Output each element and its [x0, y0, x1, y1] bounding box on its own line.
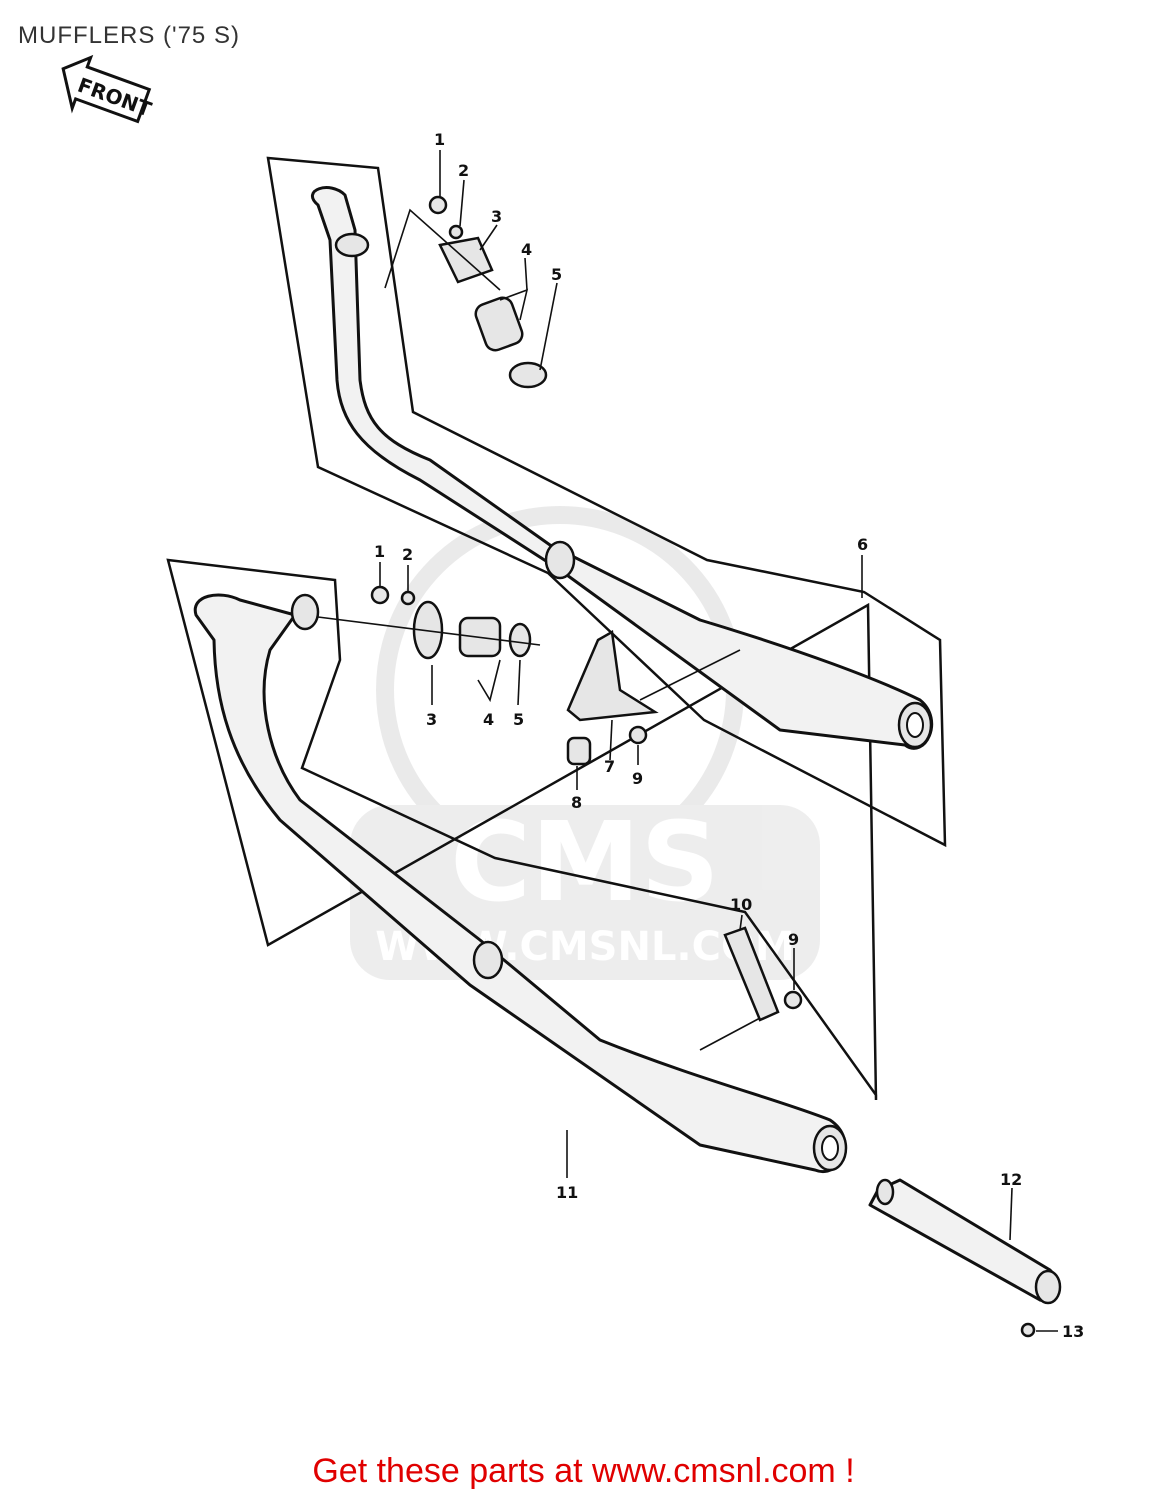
lower-bracket: [699, 926, 803, 1051]
callout-bracket-nut: 9: [632, 769, 643, 788]
callout-bracket: 7: [604, 757, 615, 776]
upper-washer: [448, 224, 464, 240]
callout-upper-washer: 2: [458, 161, 469, 180]
callout-upper-flange: 3: [491, 207, 502, 226]
upper-muffler: [310, 186, 934, 750]
page-title: MUFFLERS ('75 S): [18, 22, 240, 49]
grommet: [566, 736, 592, 766]
callout-lower-bracket: 10: [730, 895, 752, 914]
muffler-bracket: [566, 629, 741, 766]
callout-upper-nut: 1: [434, 130, 445, 149]
callout-screw: 13: [1062, 1322, 1084, 1341]
callout-lower-muffler: 11: [556, 1183, 578, 1202]
callout-upper-ring: 5: [551, 265, 562, 284]
front-arrow: FRONT: [61, 54, 155, 124]
upper-flange-parts: [384, 195, 548, 389]
lower-nut: [370, 585, 390, 605]
bracket-nut: [628, 725, 648, 745]
callout-lower-gasket: 4: [483, 710, 494, 729]
callout-leaders: [379, 150, 1013, 1241]
lower-washer: [400, 590, 416, 606]
watermark-logo-text: CMS: [450, 798, 719, 926]
lower-flange-parts: [317, 585, 541, 660]
callout-lower-flange: 3: [426, 710, 437, 729]
callout-upper-gasket: 4: [521, 240, 532, 259]
callout-lower-washer: 2: [402, 545, 413, 564]
callout-lower-ring: 5: [513, 710, 524, 729]
upper-gasket: [474, 296, 524, 352]
callout-lower-bracket-nut: 9: [788, 930, 799, 949]
lower-muffler: [193, 593, 848, 1174]
lower-bracket-nut: [783, 990, 803, 1010]
upper-assembly-frame: [266, 156, 947, 848]
upper-ring: [508, 361, 548, 389]
callout-lower-nut: 1: [374, 542, 385, 561]
baffle-tube: [868, 1178, 1062, 1305]
baffle-screw: [1020, 1322, 1058, 1338]
callout-upper-muffler: 6: [857, 535, 868, 554]
lower-flange: [412, 600, 444, 660]
callout-baffle: 12: [1000, 1170, 1022, 1189]
upper-nut: [428, 195, 448, 215]
footer-link[interactable]: Get these parts at www.cmsnl.com !: [312, 1452, 855, 1490]
callout-grommet: 8: [571, 793, 582, 812]
lower-assembly-frame: [166, 558, 878, 1101]
callout-numbers: 1 2 3 4 5 6 1 2 3 4 5 7 8 9 10 9 11 12 1…: [374, 130, 1084, 1341]
lower-ring: [508, 622, 532, 658]
